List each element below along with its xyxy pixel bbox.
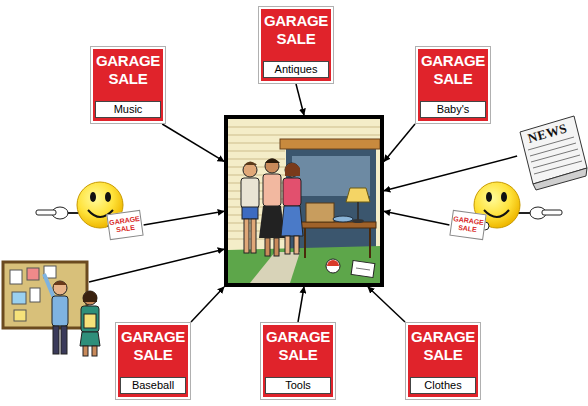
arrow-connector	[144, 211, 224, 225]
sign-title: GARAGE SALE	[420, 52, 486, 88]
sign-face: GARAGE SALE Baseball	[118, 325, 188, 397]
arrow-connector	[384, 124, 415, 161]
arrow-connector	[384, 156, 517, 191]
garage-sale-sign: GARAGE SALE Tools	[260, 322, 336, 400]
sign-label: Baby's	[437, 103, 470, 116]
sign-label: Music	[114, 103, 143, 116]
sign-face: GARAGE SALE Tools	[263, 325, 333, 397]
sign-label-box: Clothes	[410, 377, 476, 394]
sign-label: Baseball	[132, 379, 174, 392]
arrow-connector	[191, 287, 224, 322]
sign-title: GARAGE SALE	[120, 328, 186, 364]
arrow-connector	[368, 287, 405, 322]
sign-label-box: Tools	[265, 377, 331, 394]
garage-sale-sign: GARAGE SALE Baby's	[415, 46, 491, 124]
garage-scene	[228, 119, 380, 283]
sign-title: GARAGE SALE	[410, 328, 476, 364]
sign-label: Antiques	[275, 63, 318, 76]
sign-label-box: Baby's	[420, 101, 486, 118]
sign-label-box: Antiques	[263, 61, 329, 78]
sign-face: GARAGE SALE Music	[93, 49, 163, 121]
sign-title: GARAGE SALE	[95, 52, 161, 88]
sign-label-box: Music	[95, 101, 161, 118]
sign-label: Clothes	[424, 379, 461, 392]
garage-sale-sign: GARAGE SALE Baseball	[115, 322, 191, 400]
sign-label: Tools	[285, 379, 311, 392]
sign-label-box: Baseball	[120, 377, 186, 394]
arrow-connector	[89, 249, 224, 282]
arrow-connector	[162, 124, 224, 161]
garage-scene-box	[224, 115, 384, 287]
sign-face: GARAGE SALE Clothes	[408, 325, 478, 397]
garage-sale-sign: GARAGE SALE Clothes	[405, 322, 481, 400]
sign-title: GARAGE SALE	[265, 328, 331, 364]
sign-face: GARAGE SALE Antiques	[261, 9, 331, 81]
garage-sale-sign: GARAGE SALE Antiques	[258, 6, 334, 84]
newspaper-masthead: NEWS	[526, 120, 569, 146]
arrow-connector	[384, 211, 449, 225]
smiley-right	[474, 182, 562, 230]
arrow-connector	[296, 84, 304, 115]
sign-title: GARAGE SALE	[263, 12, 329, 48]
arrow-connector	[298, 287, 304, 322]
held-sign: GARAGE SALE	[449, 210, 486, 240]
sign-title: GARAGE SALE	[109, 215, 142, 235]
sign-face: GARAGE SALE Baby's	[418, 49, 488, 121]
bulletin-board-node	[2, 261, 89, 331]
sign-title: GARAGE SALE	[452, 215, 485, 235]
held-sign: GARAGE SALE	[106, 210, 143, 240]
bulletin-board-scene	[3, 262, 100, 356]
newspaper	[520, 116, 587, 190]
garage-sale-sign: GARAGE SALE Music	[90, 46, 166, 124]
